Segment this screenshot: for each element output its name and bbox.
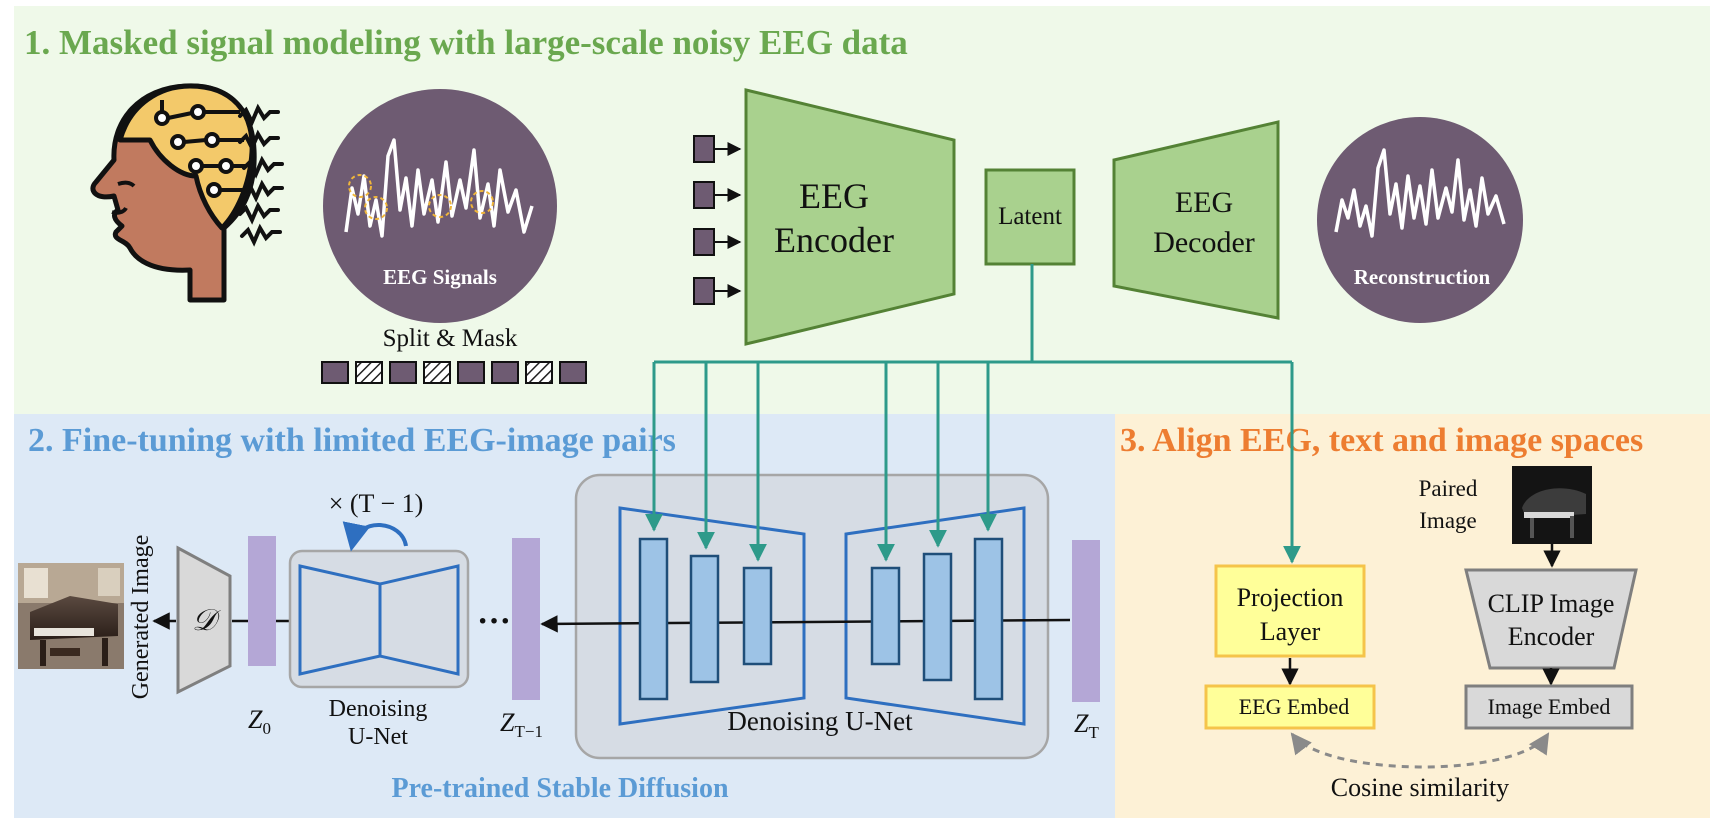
section3-title: 3. Align EEG, text and image spaces — [1120, 422, 1643, 459]
generated-image-label: Generated Image — [128, 535, 154, 700]
eeg-signal-wave — [344, 138, 534, 238]
image-embed-label: Image Embed — [1488, 694, 1611, 719]
unet-decoder-half — [844, 506, 1026, 726]
zt-minus-1-label: ZT−1 — [500, 708, 543, 741]
eeg-embed-label: EEG Embed — [1239, 694, 1350, 719]
clip-encoder-label-2: Encoder — [1508, 622, 1595, 651]
loop-arrow-icon — [342, 521, 408, 552]
eeg-decoder-block — [1112, 120, 1280, 320]
latent-box — [984, 168, 1076, 266]
zt-latent-bar — [1072, 540, 1100, 702]
big-unet-label: Denoising U-Net — [727, 706, 913, 736]
projection-label-1: Projection — [1237, 583, 1344, 612]
section2-title: 2. Fine-tuning with limited EEG-image pa… — [28, 422, 676, 459]
unet-feature-bars — [638, 537, 1004, 701]
eeg-decoder-label-2: Decoder — [1153, 226, 1255, 259]
split-mask-label: Split & Mask — [383, 325, 518, 352]
z0-label: Z0 — [248, 705, 271, 738]
reconstruction-circle — [1317, 117, 1523, 323]
image-embed-box — [1464, 684, 1634, 730]
eeg-signals-label: EEG Signals — [383, 265, 497, 289]
loop-repeat-label: × (T − 1) — [329, 489, 424, 518]
unet-encoder-half — [618, 506, 806, 726]
eeg-encoder-block — [744, 88, 956, 346]
eeg-encoder-label-2: Encoder — [774, 220, 894, 260]
section1-title: 1. Masked signal modeling with large-sca… — [24, 23, 908, 62]
clip-encoder-label-1: CLIP Image — [1488, 589, 1615, 618]
clip-image-encoder-block — [1464, 568, 1638, 670]
reconstruction-wave — [1334, 148, 1506, 238]
image-decoder-block — [176, 545, 232, 695]
ellipsis: ··· — [477, 603, 511, 640]
latent-conditioning-lines — [645, 264, 1301, 564]
mask-patches — [321, 361, 587, 384]
paired-image-label-2: Image — [1419, 508, 1476, 533]
head-icon — [90, 83, 284, 303]
paired-piano-image — [1512, 466, 1592, 544]
eeg-embed-box — [1204, 684, 1376, 730]
generated-piano-image — [18, 563, 124, 669]
eeg-encoder-label-1: EEG — [799, 176, 869, 216]
cosine-similarity-label: Cosine similarity — [1331, 773, 1509, 802]
reconstruction-label: Reconstruction — [1354, 265, 1491, 289]
small-unet-label-1: Denoising — [329, 696, 428, 722]
eeg-decoder-label-1: EEG — [1175, 186, 1233, 219]
small-unet-label-2: U-Net — [348, 724, 408, 750]
zt-label: ZT — [1074, 709, 1099, 742]
paired-image-label-1: Paired — [1419, 476, 1478, 501]
z0-latent-bar — [248, 536, 276, 666]
input-tokens — [693, 135, 742, 305]
pretrained-sd-label: Pre-trained Stable Diffusion — [391, 773, 728, 804]
projection-layer-box — [1214, 564, 1366, 658]
zt-minus-1-latent-bar — [512, 538, 540, 700]
projection-label-2: Layer — [1260, 617, 1321, 646]
latent-label: Latent — [998, 203, 1062, 230]
